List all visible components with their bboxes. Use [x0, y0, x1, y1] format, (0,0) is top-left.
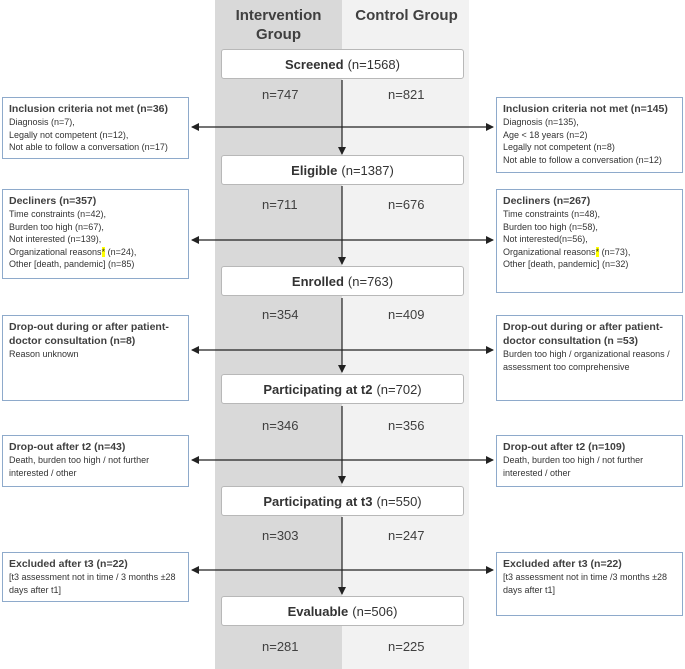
- stage-screened: Screened(n=1568): [221, 49, 464, 79]
- intervention-count: n=281: [262, 639, 299, 654]
- box-title: Drop-out during or after patient-doctor …: [9, 321, 169, 347]
- box-line: Organizational reasons* (n=73),: [503, 246, 631, 257]
- box-line: Not able to follow a conversation (n=12): [503, 154, 662, 165]
- box-line: Burden too high (n=58),: [503, 221, 598, 232]
- footnote-marker: *: [595, 246, 600, 257]
- left-exclusion-box-1: Inclusion criteria not met (n=36) Diagno…: [2, 97, 189, 159]
- footnote-marker: *: [101, 246, 106, 257]
- left-dropout-t2-box: Drop-out after t2 (n=43) Death, burden t…: [2, 435, 189, 487]
- box-title: Drop-out during or after patient-doctor …: [503, 321, 663, 347]
- intervention-count: n=303: [262, 528, 299, 543]
- stage-count: (n=763): [347, 273, 394, 289]
- control-count: n=676: [388, 197, 425, 212]
- intervention-count: n=711: [262, 197, 298, 212]
- box-line: Not interested (n=139),: [9, 234, 102, 244]
- stage-enrolled: Enrolled(n=763): [221, 266, 464, 296]
- box-line: Legally not competent (n=12),: [9, 129, 129, 140]
- control-count: n=225: [388, 639, 425, 654]
- box-line: Burden too high (n=67),: [9, 221, 104, 232]
- stage-eligible: Eligible(n=1387): [221, 155, 464, 185]
- right-dropout-consultation-box: Drop-out during or after patient-doctor …: [496, 315, 683, 401]
- box-line: Death, burden too high / not further int…: [9, 455, 150, 478]
- control-count: n=821: [388, 87, 425, 102]
- box-title: Inclusion criteria not met (n=145): [503, 103, 668, 115]
- box-title: Drop-out after t2 (n=109): [503, 441, 626, 453]
- stage-count: (n=506): [352, 603, 398, 619]
- left-excluded-t3-box: Excluded after t3 (n=22) [t3 assessment …: [2, 552, 189, 602]
- control-count: n=356: [388, 418, 425, 433]
- box-title: Inclusion criteria not met (n=36): [9, 103, 168, 115]
- stage-label: Participating at t3: [263, 493, 373, 509]
- box-line: [t3 assessment not in time / 3 months ±2…: [9, 572, 176, 595]
- intervention-count: n=747: [262, 87, 299, 102]
- box-line: Reason unknown: [9, 349, 79, 359]
- box-line: Time constraints (n=42),: [9, 209, 106, 219]
- intervention-column: [215, 0, 342, 669]
- box-line: Not able to follow a conversation (n=17): [9, 142, 168, 152]
- box-line: Burden too high / organizational reasons…: [503, 349, 670, 372]
- stage-count: (n=1387): [341, 162, 394, 178]
- control-count: n=247: [388, 528, 425, 543]
- right-excluded-t3-box: Excluded after t3 (n=22) [t3 assessment …: [496, 552, 683, 616]
- box-line: Other [death, pandemic] (n=85): [9, 259, 135, 269]
- box-line: Death, burden too high / not further int…: [503, 455, 644, 478]
- right-decliners-box: Decliners (n=267) Time constraints (n=48…: [496, 189, 683, 293]
- right-exclusion-box-1: Inclusion criteria not met (n=145) Diagn…: [496, 97, 683, 173]
- left-dropout-consultation-box: Drop-out during or after patient-doctor …: [2, 315, 189, 401]
- box-title: Decliners (n=267): [503, 195, 591, 207]
- box-line: Time constraints (n=48),: [503, 209, 600, 219]
- control-count: n=409: [388, 307, 425, 322]
- stage-count: (n=550): [376, 493, 422, 509]
- stage-label: Evaluable: [287, 603, 349, 619]
- right-dropout-t2-box: Drop-out after t2 (n=109) Death, burden …: [496, 435, 683, 487]
- intervention-count: n=354: [262, 307, 299, 322]
- box-line: Legally not competent (n=8): [503, 142, 615, 152]
- box-title: Excluded after t3 (n=22): [503, 558, 622, 570]
- stage-label: Eligible: [291, 162, 338, 178]
- control-column: [342, 0, 469, 669]
- stage-label: Screened: [285, 56, 344, 72]
- intervention-column-header: Intervention Group: [235, 7, 322, 43]
- stage-label: Enrolled: [291, 273, 344, 289]
- box-line: Age < 18 years (n=2): [503, 129, 588, 140]
- box-title: Excluded after t3 (n=22): [9, 558, 128, 570]
- box-line: [t3 assessment not in time /3 months ±28…: [503, 572, 668, 595]
- box-title: Drop-out after t2 (n=43): [9, 441, 126, 453]
- box-line: Diagnosis (n=135),: [503, 117, 579, 127]
- box-line: Not interested(n=56),: [503, 234, 588, 244]
- left-decliners-box: Decliners (n=357) Time constraints (n=42…: [2, 189, 189, 279]
- stage-participating-t3: Participating at t3(n=550): [221, 486, 464, 516]
- stage-count: (n=702): [376, 381, 422, 397]
- box-line: Diagnosis (n=7),: [9, 117, 75, 127]
- intervention-count: n=346: [262, 418, 299, 433]
- stage-participating-t2: Participating at t2(n=702): [221, 374, 464, 404]
- stage-label: Participating at t2: [263, 381, 373, 397]
- box-line: Organizational reasons* (n=24),: [9, 246, 137, 257]
- stage-count: (n=1568): [347, 56, 400, 72]
- control-column-header: Control Group: [355, 7, 458, 24]
- box-title: Decliners (n=357): [9, 195, 97, 207]
- stage-evaluable: Evaluable(n=506): [221, 596, 464, 626]
- box-line: Other [death, pandemic] (n=32): [503, 259, 629, 269]
